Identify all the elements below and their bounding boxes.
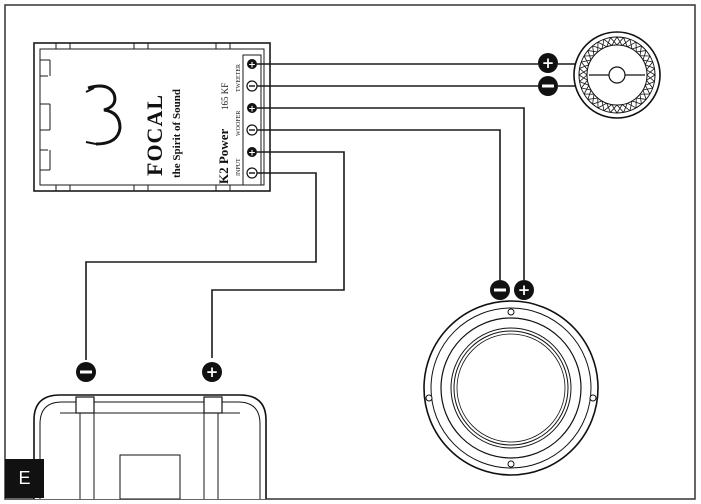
woofer-minus-marker: [490, 280, 510, 300]
svg-text:+: +: [248, 61, 256, 71]
crossover-brand: FOCAL: [142, 94, 167, 176]
crossover-model-suffix: 165 KF: [220, 83, 230, 110]
wire-woofer-negative: [257, 129, 501, 280]
wire-input-negative: [85, 172, 317, 360]
crossover-input-minus-terminal: [246, 167, 258, 179]
label-tweeter: TWEETER: [236, 64, 242, 92]
wires: [85, 63, 601, 360]
diagram-frame: [4, 4, 696, 500]
tweeter-plus-marker: +: [538, 53, 558, 73]
crossover-woofer-plus-terminal: +: [247, 103, 257, 115]
svg-text:+: +: [248, 105, 256, 115]
crossover-tweeter-plus-terminal: +: [247, 59, 257, 71]
focal-logo-icon: [85, 84, 122, 146]
wire-woofer-positive: [257, 107, 525, 280]
svg-text:+: +: [518, 281, 531, 299]
amplifier-minus-marker: [76, 362, 96, 382]
crossover-woofer-minus-terminal: [246, 124, 258, 136]
wire-input-positive: [211, 151, 345, 358]
label-woofer: WOOFER: [236, 111, 242, 136]
crossover-model: K2 Power: [216, 129, 231, 184]
tweeter-minus-marker: [538, 76, 558, 96]
woofer-speaker-icon: [423, 300, 599, 476]
dome-tweeter-icon: [573, 31, 661, 119]
amplifier-icon: [33, 394, 267, 500]
crossover-input-plus-terminal: +: [247, 147, 257, 159]
crossover-tweeter-minus-terminal: [246, 80, 258, 92]
section-letter-badge: E: [5, 459, 44, 498]
crossover-unit: FOCAL the Spirit of Sound K2 Power 165 K…: [33, 42, 271, 192]
woofer-plus-marker: +: [514, 280, 534, 300]
svg-text:+: +: [206, 363, 219, 381]
amplifier-plus-marker: +: [202, 362, 222, 382]
label-input: INPUT: [236, 158, 242, 176]
svg-text:+: +: [248, 149, 256, 159]
crossover-tagline: the Spirit of Sound: [171, 89, 183, 178]
svg-text:+: +: [542, 54, 555, 72]
